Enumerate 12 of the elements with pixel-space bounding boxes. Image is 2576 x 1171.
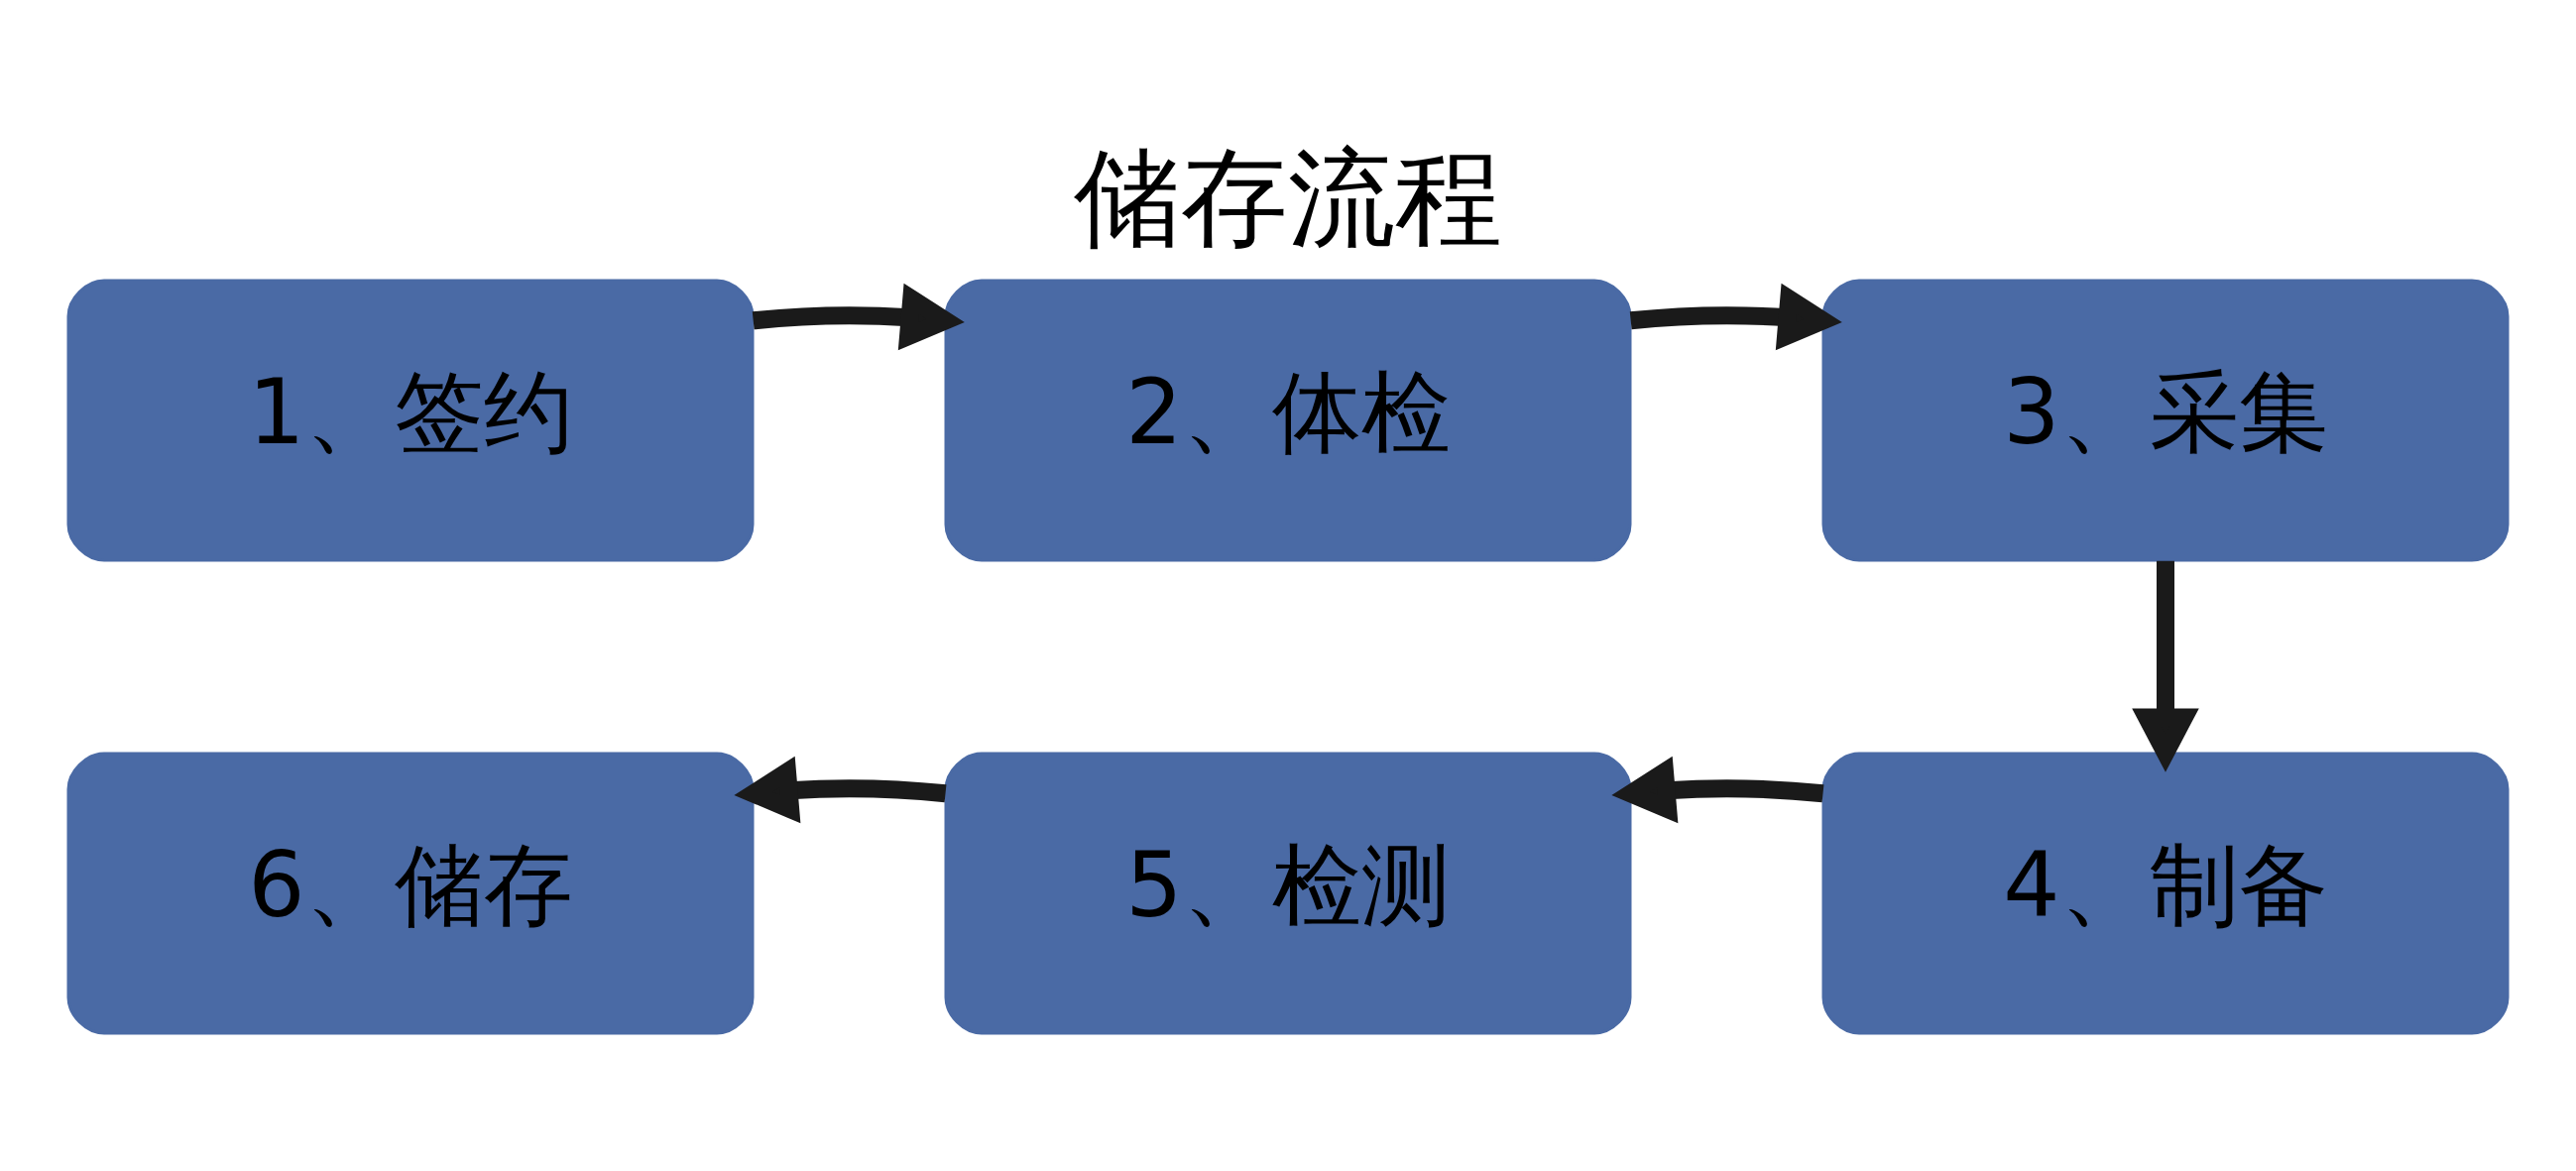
node-box: 5、检测 — [944, 752, 1632, 1035]
arrow — [1611, 756, 1824, 824]
node-box: 2、体检 — [944, 279, 1632, 562]
node-box: 4、制备 — [1821, 752, 2510, 1035]
arrow — [734, 756, 947, 824]
arrow — [1629, 283, 1842, 351]
arrow — [752, 283, 965, 351]
node-box: 3、采集 — [1821, 279, 2510, 562]
arrow — [2132, 560, 2199, 772]
node-box: 1、签约 — [66, 279, 755, 562]
node-box: 6、储存 — [66, 752, 755, 1035]
diagram-title: 储存流程 — [1074, 136, 1502, 261]
